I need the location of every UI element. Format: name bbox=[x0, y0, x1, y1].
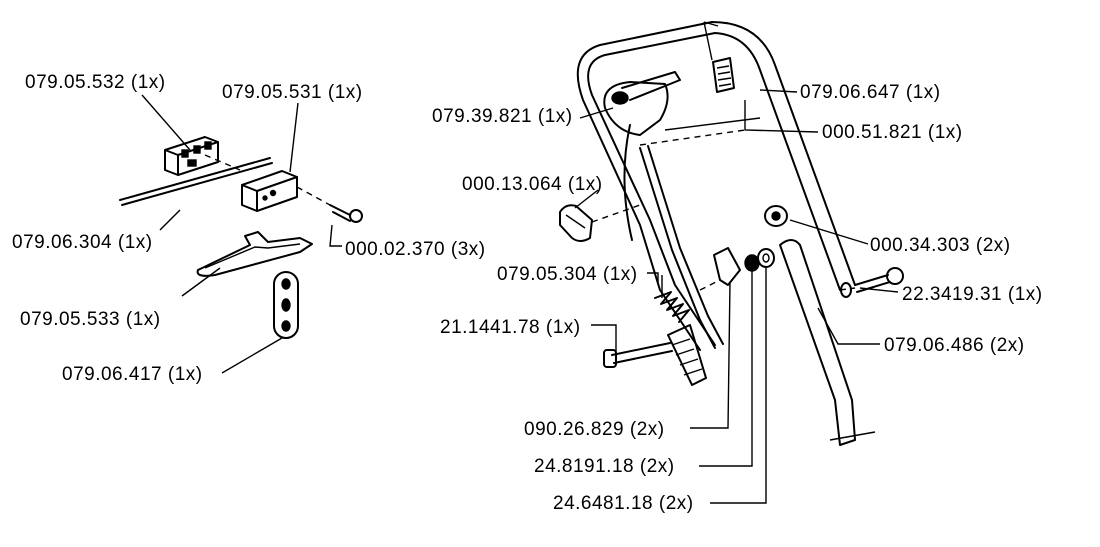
part-079-06-647-upper-handle bbox=[576, 21, 856, 351]
part-000-34-303-knob bbox=[764, 205, 788, 227]
part-000-51-821-label bbox=[703, 21, 735, 93]
label-079-05-304: 079.05.304 (1x) bbox=[497, 264, 638, 285]
leader-lines bbox=[141, 89, 899, 504]
part-079-05-531-bracket bbox=[241, 170, 298, 212]
label-22-3419-31: 22.3419.31 (1x) bbox=[902, 284, 1043, 305]
label-079-06-417: 079.06.417 (1x) bbox=[62, 364, 203, 385]
label-079-05-533: 079.05.533 (1x) bbox=[20, 309, 161, 330]
part-079-05-533-clip bbox=[196, 231, 313, 277]
part-079-05-304-spring bbox=[654, 275, 690, 323]
part-24-6481-18-washer bbox=[757, 248, 775, 268]
cable bbox=[639, 145, 724, 349]
part-24-8191-18-washer bbox=[744, 254, 760, 272]
label-24-6481-18: 24.6481.18 (2x) bbox=[553, 493, 694, 514]
label-000-34-303: 000.34.303 (2x) bbox=[870, 235, 1011, 256]
part-090-26-829-wedge bbox=[699, 247, 741, 291]
label-21-1441-78: 21.1441.78 (1x) bbox=[440, 317, 581, 338]
label-000-02-370: 000.02.370 (3x) bbox=[345, 239, 486, 260]
label-079-06-647: 079.06.647 (1x) bbox=[800, 82, 941, 103]
left-assembly bbox=[119, 136, 363, 339]
label-090-26-829: 090.26.829 (2x) bbox=[524, 419, 665, 440]
part-22-3419-31-screw bbox=[839, 267, 904, 298]
right-assembly bbox=[559, 21, 904, 446]
label-079-39-821: 079.39.821 (1x) bbox=[432, 106, 573, 127]
part-000-02-370-screw bbox=[296, 186, 363, 223]
label-24-8191-18: 24.8191.18 (2x) bbox=[534, 456, 675, 477]
part-079-05-532-block bbox=[164, 136, 219, 176]
label-079-05-531: 079.05.531 (1x) bbox=[222, 82, 363, 103]
part-079-39-821-lever bbox=[603, 71, 681, 241]
label-000-51-821: 000.51.821 (1x) bbox=[822, 122, 963, 143]
part-labels: 079.05.532 (1x) 079.05.531 (1x) 079.06.3… bbox=[12, 72, 1043, 514]
label-079-06-486: 079.06.486 (2x) bbox=[884, 335, 1025, 356]
part-079-06-417-plate bbox=[273, 271, 299, 339]
part-079-06-304-rod bbox=[119, 154, 273, 206]
part-21-1441-78-bolt bbox=[603, 324, 707, 386]
part-000-13-064-clip bbox=[559, 204, 641, 242]
label-079-05-532: 079.05.532 (1x) bbox=[25, 72, 166, 93]
part-079-06-486-lower-bar bbox=[779, 239, 876, 446]
label-079-06-304: 079.06.304 (1x) bbox=[12, 232, 153, 253]
label-000-13-064: 000.13.064 (1x) bbox=[462, 174, 603, 195]
